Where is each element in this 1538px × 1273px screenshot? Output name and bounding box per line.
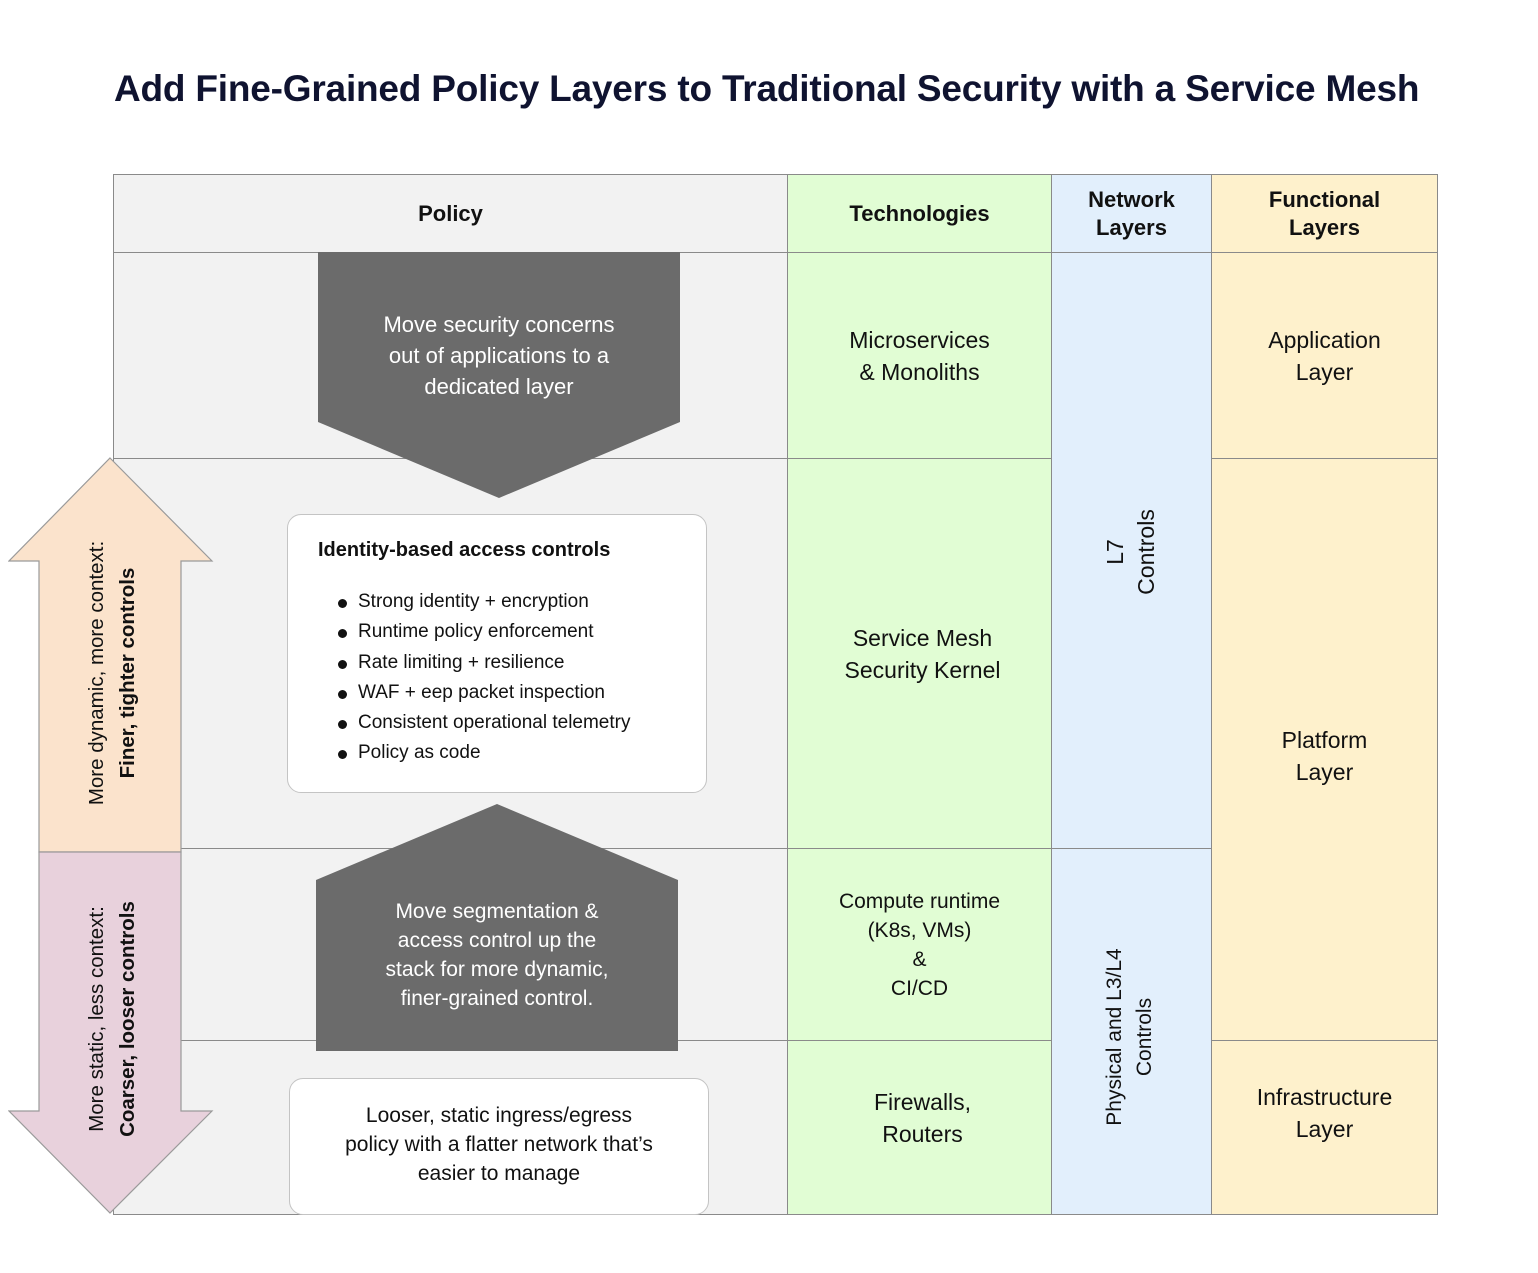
ingress-egress-text: Looser, static ingress/egress policy wit… <box>345 1104 653 1185</box>
list-item: Rate limiting + resilience <box>338 648 706 678</box>
network-layers-header-label: Network Layers <box>1088 186 1175 240</box>
network-cell-l3l4 <box>1051 848 1212 1215</box>
policy-header: Policy <box>113 174 788 253</box>
network-label-l3l4: Physical and L3/L4 Controls <box>1098 907 1162 1167</box>
identity-controls-list: Strong identity + encryption Runtime pol… <box>318 587 706 769</box>
down-arrow-line1: More static, less context: <box>85 906 108 1132</box>
ingress-egress-box: Looser, static ingress/egress policy wit… <box>289 1078 709 1215</box>
bottom-arrow-label: Move segmentation & access control up th… <box>385 900 609 1010</box>
tech-label-compute: Compute runtime (K8s, VMs) & CI/CD <box>838 889 1001 1000</box>
down-arrow-label: More static, less context: Coarser, loos… <box>80 859 144 1179</box>
network-l7-text: L7 Controls <box>1102 509 1159 595</box>
up-pointing-pentagon <box>316 804 678 1051</box>
tech-cell-service-mesh: Service Mesh Security Kernel <box>787 458 1052 849</box>
network-label-l7: L7 Controls <box>1099 452 1163 652</box>
technologies-header: Technologies <box>787 174 1052 253</box>
functional-label-infrastructure: Infrastructure Layer <box>1256 1083 1393 1142</box>
tech-cell-compute: Compute runtime (K8s, VMs) & CI/CD <box>787 848 1052 1041</box>
technologies-header-label: Technologies <box>849 200 990 226</box>
functional-label-platform: Platform Layer <box>1281 726 1368 785</box>
network-cell-l7 <box>1051 252 1212 849</box>
up-arrow-line2: Finer, tighter controls <box>116 567 139 779</box>
bottom-arrow-text: Move segmentation & access control up th… <box>316 895 678 1015</box>
network-layers-header: Network Layers <box>1051 174 1212 253</box>
functional-layers-header: Functional Layers <box>1211 174 1438 253</box>
list-item: Runtime policy enforcement <box>338 617 706 647</box>
tech-label-firewalls: Firewalls, Routers <box>873 1088 972 1147</box>
functional-cell-platform: Platform Layer <box>1211 458 1438 1041</box>
down-pointing-pentagon <box>318 252 680 498</box>
tech-cell-microservices: Microservices & Monoliths <box>787 252 1052 459</box>
up-arrow-label: More dynamic, more context: Finer, tight… <box>80 503 144 843</box>
policy-header-label: Policy <box>418 200 483 226</box>
list-item: Consistent operational telemetry <box>338 708 706 738</box>
list-item: WAF + eep packet inspection <box>338 678 706 708</box>
functional-label-application: Application Layer <box>1268 326 1381 385</box>
tech-label-service-mesh: Service Mesh Security Kernel <box>844 624 1001 683</box>
identity-controls-heading: Identity-based access controls <box>318 539 611 561</box>
page-title: Add Fine-Grained Policy Layers to Tradit… <box>114 68 1420 109</box>
up-arrow-line1: More dynamic, more context: <box>85 540 108 806</box>
tech-cell-firewalls: Firewalls, Routers <box>787 1040 1052 1215</box>
down-arrow-line2: Coarser, looser controls <box>116 901 139 1137</box>
functional-cell-infrastructure: Infrastructure Layer <box>1211 1040 1438 1215</box>
tech-label-microservices: Microservices & Monoliths <box>849 326 990 385</box>
top-arrow-label: Move security concerns out of applicatio… <box>383 311 615 399</box>
list-item: Strong identity + encryption <box>338 587 706 617</box>
down-arrow <box>8 851 214 1214</box>
functional-cell-application: Application Layer <box>1211 252 1438 459</box>
network-l3l4-text: Physical and L3/L4 Controls <box>1103 948 1156 1126</box>
functional-layers-header-label: Functional Layers <box>1268 186 1381 240</box>
list-item: Policy as code <box>338 738 706 768</box>
top-arrow-text: Move security concerns out of applicatio… <box>318 300 680 410</box>
identity-controls-box: Identity-based access controls Strong id… <box>287 514 707 793</box>
